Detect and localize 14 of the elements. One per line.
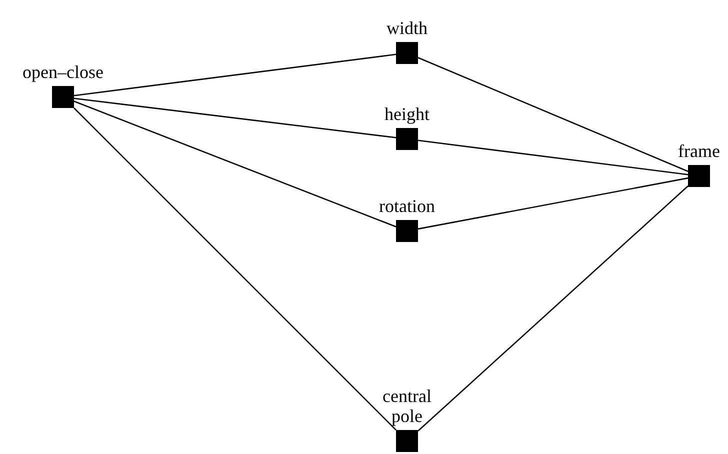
node-label: frame <box>678 141 720 161</box>
connector-line <box>418 140 688 176</box>
connector-line <box>74 54 396 96</box>
connector-line <box>418 177 688 230</box>
connector-line <box>74 108 396 430</box>
node-label: height <box>384 104 430 124</box>
node-label: open–close <box>22 62 104 82</box>
connector-line <box>74 100 396 228</box>
connector-line <box>74 98 396 138</box>
node-label: central pole <box>382 386 432 426</box>
node-label: width <box>386 18 428 38</box>
connector-line <box>418 186 688 432</box>
connector-line <box>418 57 688 172</box>
node-label: rotation <box>379 196 435 216</box>
